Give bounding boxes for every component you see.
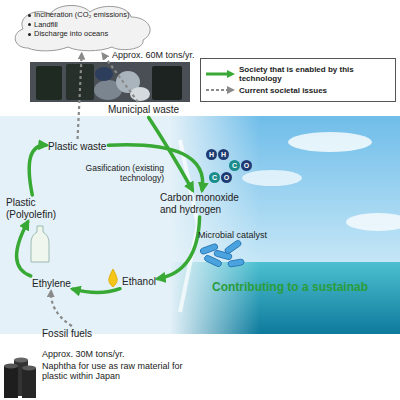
node-text: Plastic waste [48,141,106,153]
legend-line [206,89,228,91]
source-block: Fossil fuelsApprox. 30M tons/yr. Naphtha … [42,328,192,382]
node-text: Ethylene [32,278,71,290]
barrels [4,358,36,399]
legend-row: Current societal issues [205,85,391,95]
molecule: C [209,172,220,183]
bottle [31,226,49,262]
legend-text: Current societal issues [239,86,327,95]
cycle-step: Carbon monoxide and hydrogen [160,192,240,215]
node-text: Landfill [34,21,58,30]
flow-arrow [73,289,120,293]
sky-cloud [346,213,400,231]
issue-arrow [78,54,82,139]
legend-head [227,86,235,94]
node-text: Discharge into oceans [34,30,108,39]
sky-cloud [288,132,372,152]
flow-arrow [29,145,46,195]
flow-arrow [158,217,200,279]
waste-photo [30,62,190,102]
light-band [0,116,400,334]
node-text: Incineration (CO₂ emissions) [34,11,129,20]
molecule: H [218,149,229,160]
node-text: Ethanol [122,276,156,288]
node-text: Approx. 30M tons/yr. [42,349,192,359]
bullet [28,33,31,36]
legend-head [227,70,235,78]
legend-box: Society that is enabled by this technolo… [200,58,396,102]
process-note: Microbial catalyst [198,230,267,240]
molecule: O [241,160,252,171]
legend-text: Society that is enabled by this technolo… [239,65,391,83]
slogan: Contributing to a sustainab [212,280,368,294]
node-text: Naphtha for use as raw material for plas… [42,361,192,382]
legend-sample [205,69,235,79]
bullet [28,23,31,26]
cycle-step: Plastic waste [48,141,106,153]
quantity-note: Approx. 60M tons/yr. [112,50,195,60]
waste-label: Municipal waste [108,104,179,116]
edge-label: Gasification (existing technology) [72,164,164,184]
node-text: Carbon monoxide and hydrogen [160,192,240,215]
legend-sample [205,85,235,95]
node-text: Municipal waste [108,104,179,116]
molecule: C [229,160,240,171]
cloud-outline [8,2,158,52]
ethanol-drop [109,269,117,287]
bullet-row: Incineration (CO₂ emissions) [28,11,150,20]
cycle-step: Plastic (Polyolefin) [6,197,64,220]
bullet-row: Discharge into oceans [28,30,150,39]
issue-arrow [103,54,138,102]
photo-fade [170,116,260,334]
node-text: Fossil fuels [42,328,192,340]
flow-arrow [17,222,31,276]
cycle-step: Ethylene [32,278,71,290]
issue-arrow [51,292,72,327]
bullet-row: Landfill [28,21,150,30]
legend-line [206,73,228,76]
chevron [180,140,198,312]
issue-cloud: Incineration (CO₂ emissions)LandfillDisc… [8,2,158,52]
molecule: H [206,149,217,160]
node-text: Plastic (Polyolefin) [6,197,64,220]
cloud-shape [15,5,150,50]
cycle-step: Ethanol [122,276,156,288]
bacteria [200,239,245,267]
bullet [28,14,31,17]
legend-row: Society that is enabled by this technolo… [205,65,391,83]
molecule: O [221,172,232,183]
